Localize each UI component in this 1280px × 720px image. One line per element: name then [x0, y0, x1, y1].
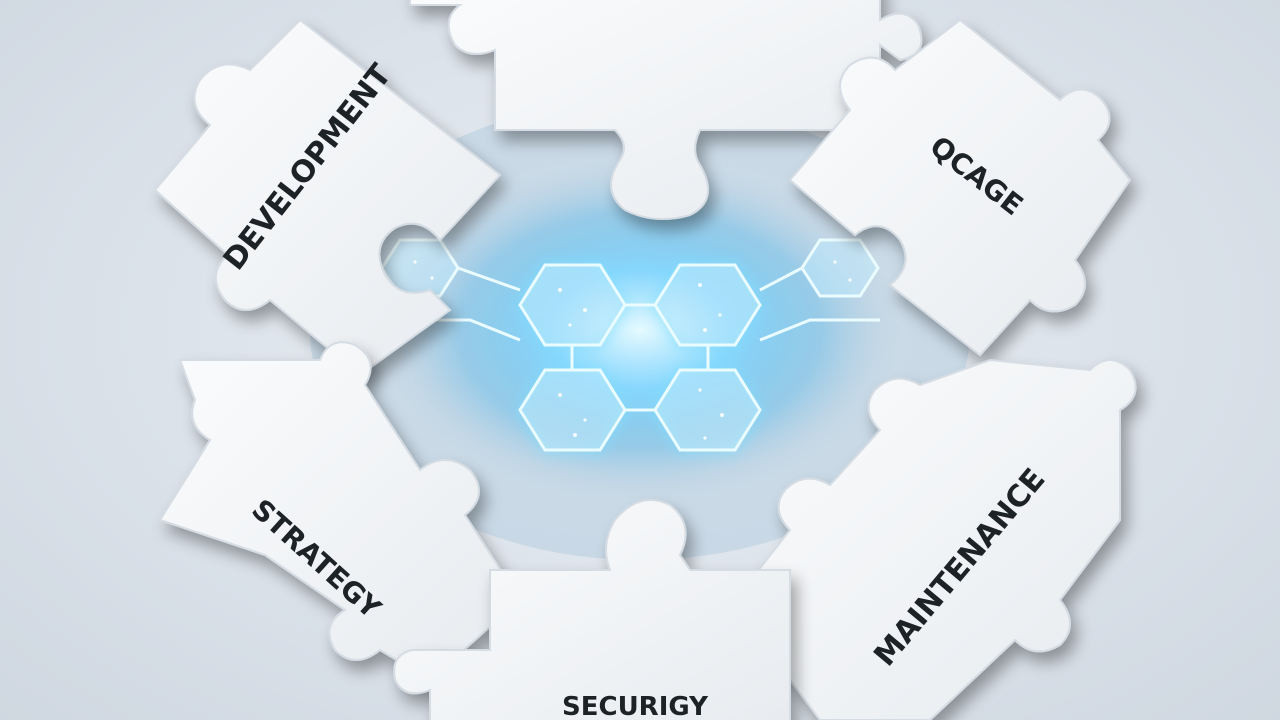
- center-glow: [310, 100, 970, 560]
- puzzle-piece-qcage: QCAGE: [788, 18, 1132, 357]
- puzzle-piece-development: DEVELOPMENT: [153, 18, 502, 377]
- puzzle-piece-top: [409, 0, 923, 220]
- glowing-hexagon-network-icon: [380, 238, 880, 453]
- puzzle-piece-maintenance: MAINTENANCE: [718, 358, 1137, 720]
- puzzle-piece-security: SECURIGY: [393, 499, 791, 720]
- security-label: SECURIGY: [562, 692, 709, 720]
